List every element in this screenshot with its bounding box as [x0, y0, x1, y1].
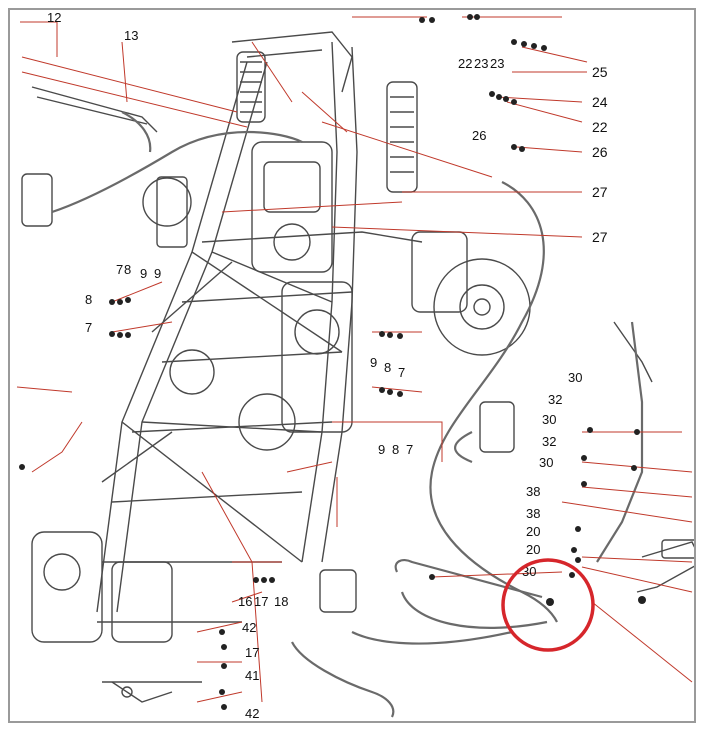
callout-label: 17	[254, 594, 268, 609]
callout-label: 22	[592, 119, 608, 135]
callout-label: 22	[458, 56, 472, 71]
callout-label: 12	[47, 10, 61, 25]
callout-label: 8	[392, 442, 399, 457]
callout-label: 42	[245, 706, 259, 721]
callout-label: 16	[238, 594, 252, 609]
callout-label: 7	[116, 262, 123, 277]
callout-label: 9	[378, 442, 385, 457]
callout-label: 8	[85, 292, 92, 307]
callout-label: 17	[245, 645, 259, 660]
diagram-frame: 12 13 25 22 23 23 24 22 26 26 27 27 7 8 …	[8, 8, 696, 723]
callout-label: 18	[274, 594, 288, 609]
callout-label: 30	[542, 412, 556, 427]
callout-label: 9	[154, 266, 161, 281]
callout-label: 26	[472, 128, 486, 143]
callout-label: 23	[474, 56, 488, 71]
callout-label: 30	[539, 455, 553, 470]
callout-label: 13	[124, 28, 138, 43]
callout-label: 7	[85, 320, 92, 335]
exploded-parts-diagram: 12 13 25 22 23 23 24 22 26 26 27 27 7 8 …	[16, 10, 694, 721]
callout-label: 38	[526, 506, 540, 521]
callout-label: 30	[568, 370, 582, 385]
callout-label: 20	[526, 524, 540, 539]
callout-numbers: 12 13 25 22 23 23 24 22 26 26 27 27 7 8 …	[47, 10, 608, 721]
callout-label: 9	[140, 266, 147, 281]
hardware-dots	[19, 14, 646, 710]
callout-label: 32	[542, 434, 556, 449]
callout-label: 7	[406, 442, 413, 457]
callout-label: 26	[592, 144, 608, 160]
callout-label: 38	[526, 484, 540, 499]
callout-label: 20	[526, 542, 540, 557]
callout-leader-lines	[16, 16, 693, 703]
brake-hoses	[51, 111, 644, 718]
callout-label: 24	[592, 94, 608, 110]
callout-label: 27	[592, 229, 608, 245]
callout-label: 9	[370, 355, 377, 370]
callout-label: 42	[242, 620, 256, 635]
callout-label: 41	[245, 668, 259, 683]
callout-label: 8	[384, 360, 391, 375]
highlight-circle	[501, 558, 595, 652]
callout-label: 27	[592, 184, 608, 200]
callout-label: 8	[124, 262, 131, 277]
callout-label: 25	[592, 64, 608, 80]
callout-label: 7	[398, 365, 405, 380]
callout-label: 32	[548, 392, 562, 407]
callout-label: 23	[490, 56, 504, 71]
